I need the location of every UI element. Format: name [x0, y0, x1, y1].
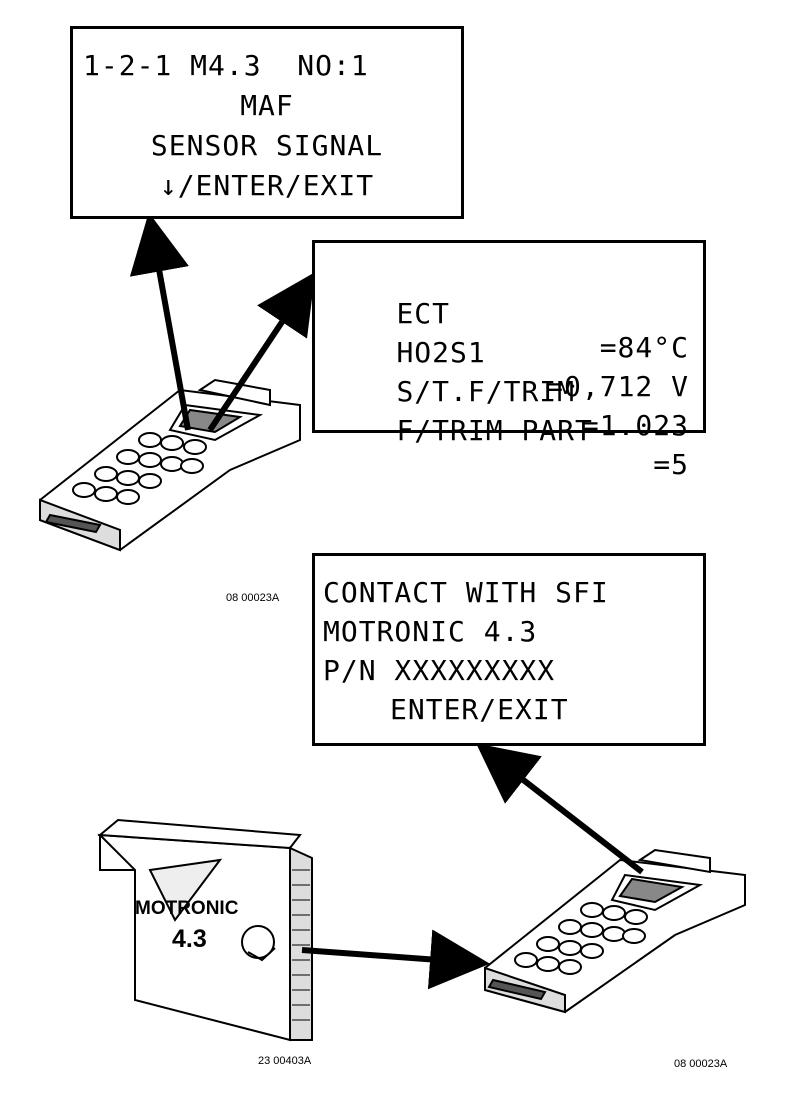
arrow-ecu-to-tester: [301, 929, 490, 990]
values-value-stft: =1.023: [581, 409, 689, 442]
values-label-stft: S/T.F/TRIM: [396, 375, 576, 408]
values-row-ect: ECT =84°C: [325, 263, 689, 399]
lower-tester-icon: [484, 848, 746, 1014]
arrow-to-contact-screen: [476, 743, 644, 875]
values-value-ho2s1: =0,712 V: [546, 370, 689, 403]
contact-screen: CONTACT WITH SFI MOTRONIC 4.3 P/N XXXXXX…: [312, 553, 706, 746]
contact-screen-line2: MOTRONIC 4.3: [323, 615, 538, 648]
contact-screen-line3: P/N XXXXXXXXX: [323, 654, 556, 687]
contact-screen-line4: ENTER/EXIT: [390, 693, 569, 726]
values-value-ect: =84°C: [599, 331, 689, 364]
values-row-stft: S/T.F/TRIM =1.023: [325, 341, 689, 477]
menu-screen-line2: MAF: [240, 89, 294, 122]
values-label-ftrim: F/TRIM PART: [396, 414, 593, 447]
reference-code-bottom: 08 00023A: [674, 1058, 728, 1070]
arrow-to-values-screen: [207, 272, 316, 432]
values-label-ect: ECT: [396, 297, 451, 330]
reference-code-ecu: 23 00403A: [258, 1055, 312, 1067]
menu-screen: 1-2-1 M4.3 NO:1 MAF SENSOR SIGNAL ↓/ENTE…: [70, 26, 464, 219]
values-row-ftrim: F/TRIM PART =5: [325, 380, 689, 516]
upper-tester-icon: [39, 378, 301, 552]
values-label-ho2s1: HO2S1: [396, 336, 486, 369]
ecu-module-icon: [97, 818, 313, 1042]
menu-screen-line1: 1-2-1 M4.3 NO:1: [83, 49, 369, 82]
reference-code-top: 08 00023A: [226, 592, 280, 604]
values-row-ho2s1: HO2S1 =0,712 V: [325, 302, 689, 438]
menu-screen-line4: ↓/ENTER/EXIT: [159, 169, 375, 202]
contact-screen-line1: CONTACT WITH SFI: [323, 576, 609, 609]
values-screen: ECT =84°C HO2S1 =0,712 V S/T.F/TRIM =1.0…: [312, 240, 706, 481]
menu-screen-line3: SENSOR SIGNAL: [150, 129, 384, 162]
arrow-to-menu-screen: [129, 212, 191, 431]
values-value-ftrim: =5: [653, 448, 689, 481]
ecu-version-label: 4.3: [172, 925, 207, 953]
ecu-brand-label: MOTRONIC: [135, 898, 239, 919]
